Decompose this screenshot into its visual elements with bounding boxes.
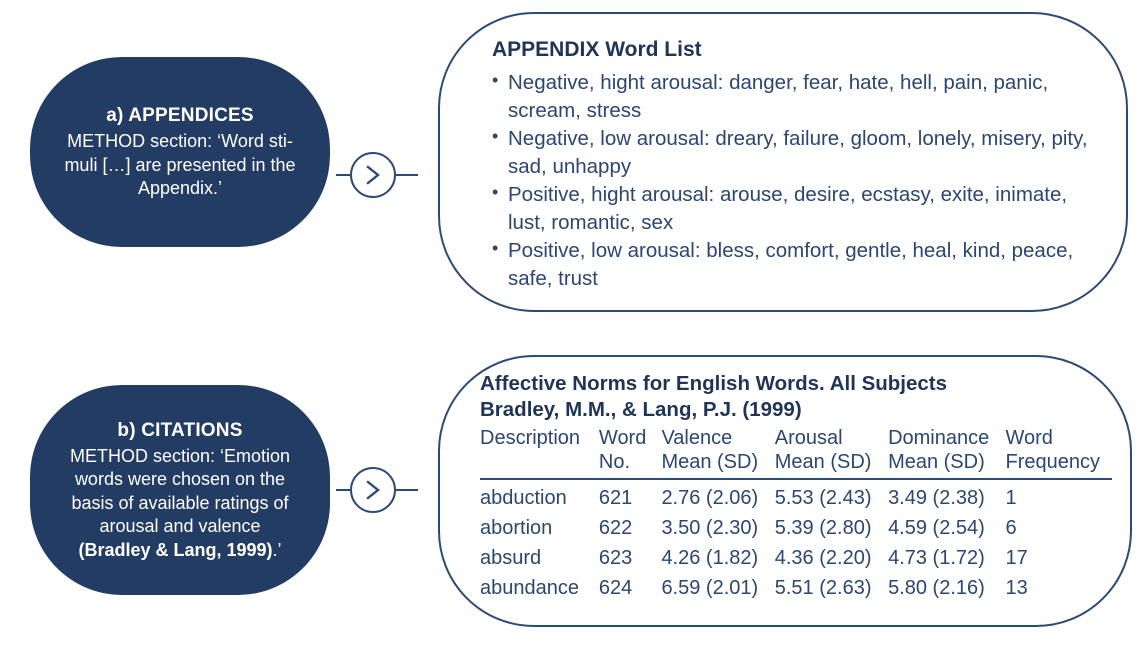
list-item: Negative, low arousal: dreary, failure, … — [492, 124, 1092, 180]
column-header-word-frequency: Word Frequency — [1005, 425, 1112, 481]
appendix-word-list: Negative, hight arousal: danger, fear, h… — [492, 68, 1092, 292]
cell-dominance: 4.73 (1.72) — [888, 547, 985, 570]
table-header: Description Word No. Valence Mean (SD) A… — [480, 425, 1112, 481]
citations-callout-box: b) CITATIONS METHOD section: ‘Emotion wo… — [30, 385, 330, 595]
appendices-body-line-1: METHOD section: ‘Word sti- — [67, 131, 293, 152]
column-header-word-no: Word No. — [598, 425, 662, 481]
cell-word-no: 623 — [598, 547, 633, 570]
column-header-dominance: Dominance Mean (SD) — [888, 425, 1006, 481]
cell-description: absurd — [480, 547, 542, 570]
cell-word-frequency: 6 — [1005, 517, 1017, 540]
table-row: absurd 623 4.26 (1.82) 4.36 (2.20) 4.73 … — [480, 543, 1112, 573]
connector-line-left — [336, 174, 350, 176]
cell-description: abortion — [480, 517, 553, 540]
citation-heading-line-2: Bradley, M.M., & Lang, P.J. (1999) — [480, 397, 802, 421]
cell-dominance: 4.59 (2.54) — [888, 517, 985, 540]
cell-valence: 2.76 (2.06) — [661, 487, 759, 510]
cell-description: abduction — [480, 487, 567, 510]
cell-word-frequency: 1 — [1005, 487, 1017, 510]
cell-description: abundance — [480, 577, 579, 600]
anew-citation-panel: Affective Norms for English Words. All S… — [438, 355, 1132, 627]
connector-appendices — [336, 152, 418, 198]
table-row: abduction 621 2.76 (2.06) 5.53 (2.43) 3.… — [480, 479, 1112, 513]
appendices-body: METHOD section: ‘Word sti- muli […] are … — [42, 130, 317, 200]
table-body: abduction 621 2.76 (2.06) 5.53 (2.43) 3.… — [480, 479, 1112, 603]
list-item: Negative, hight arousal: danger, fear, h… — [492, 68, 1092, 124]
cell-word-frequency: 17 — [1005, 547, 1028, 570]
chevron-right-icon[interactable] — [350, 467, 396, 513]
citations-body: METHOD section: ‘Emotion words were chos… — [48, 445, 312, 562]
appendices-body-line-2: muli […] are presented in the — [64, 154, 296, 175]
citations-body-line-2: words were chosen on the — [74, 469, 286, 490]
appendix-word-list-panel: APPENDIX Word List Negative, hight arous… — [438, 12, 1128, 312]
citations-body-line-5-tail: .’ — [272, 539, 282, 560]
connector-line-right — [396, 489, 418, 491]
appendices-callout-box: a) APPENDICES METHOD section: ‘Word sti-… — [30, 57, 330, 247]
citations-body-line-3: basis of available ratings of — [71, 492, 289, 513]
table-header-row: Description Word No. Valence Mean (SD) A… — [480, 425, 1112, 481]
cell-word-no: 622 — [598, 517, 633, 540]
appendix-panel-title: APPENDIX Word List — [492, 38, 702, 61]
list-item: Positive, hight arousal: arouse, desire,… — [492, 180, 1092, 236]
citations-reference: (Bradley & Lang, 1999) — [78, 539, 273, 560]
column-header-description: Description — [480, 425, 599, 481]
connector-line-right — [396, 174, 418, 176]
citation-reference-heading: Affective Norms for English Words. All S… — [480, 371, 1112, 423]
cell-arousal: 5.53 (2.43) — [774, 487, 872, 510]
cell-word-frequency: 13 — [1005, 577, 1028, 600]
anew-norms-table: Description Word No. Valence Mean (SD) A… — [480, 425, 1112, 604]
cell-valence: 3.50 (2.30) — [661, 517, 759, 540]
cell-dominance: 3.49 (2.38) — [888, 487, 985, 510]
cell-arousal: 5.39 (2.80) — [774, 517, 872, 540]
list-item: Positive, low arousal: bless, comfort, g… — [492, 236, 1092, 292]
citation-panel-inner: Affective Norms for English Words. All S… — [440, 357, 1130, 615]
table-row: abundance 624 6.59 (2.01) 5.51 (2.63) 5.… — [480, 573, 1112, 603]
cell-arousal: 4.36 (2.20) — [774, 547, 872, 570]
citations-body-line-1: METHOD section: ‘Emotion — [69, 446, 291, 467]
column-header-valence: Valence Mean (SD) — [661, 425, 775, 481]
connector-line-left — [336, 489, 350, 491]
column-header-arousal: Arousal Mean (SD) — [774, 425, 889, 481]
cell-dominance: 5.80 (2.16) — [888, 577, 985, 600]
cell-valence: 6.59 (2.01) — [661, 577, 759, 600]
chevron-right-icon[interactable] — [350, 152, 396, 198]
citations-body-line-4: arousal and valence — [99, 516, 261, 537]
connector-citations — [336, 467, 418, 513]
appendix-panel-inner: APPENDIX Word List Negative, hight arous… — [440, 14, 1126, 310]
appendices-body-line-3: Appendix.’ — [137, 178, 223, 199]
citations-title: b) CITATIONS — [117, 419, 243, 441]
table-row: abortion 622 3.50 (2.30) 5.39 (2.80) 4.5… — [480, 513, 1112, 543]
appendices-title: a) APPENDICES — [106, 105, 254, 127]
citation-heading-line-1: Affective Norms for English Words. All S… — [480, 372, 948, 395]
cell-arousal: 5.51 (2.63) — [774, 577, 872, 600]
cell-word-no: 624 — [598, 577, 633, 600]
cell-word-no: 621 — [598, 487, 633, 510]
cell-valence: 4.26 (1.82) — [661, 547, 759, 570]
